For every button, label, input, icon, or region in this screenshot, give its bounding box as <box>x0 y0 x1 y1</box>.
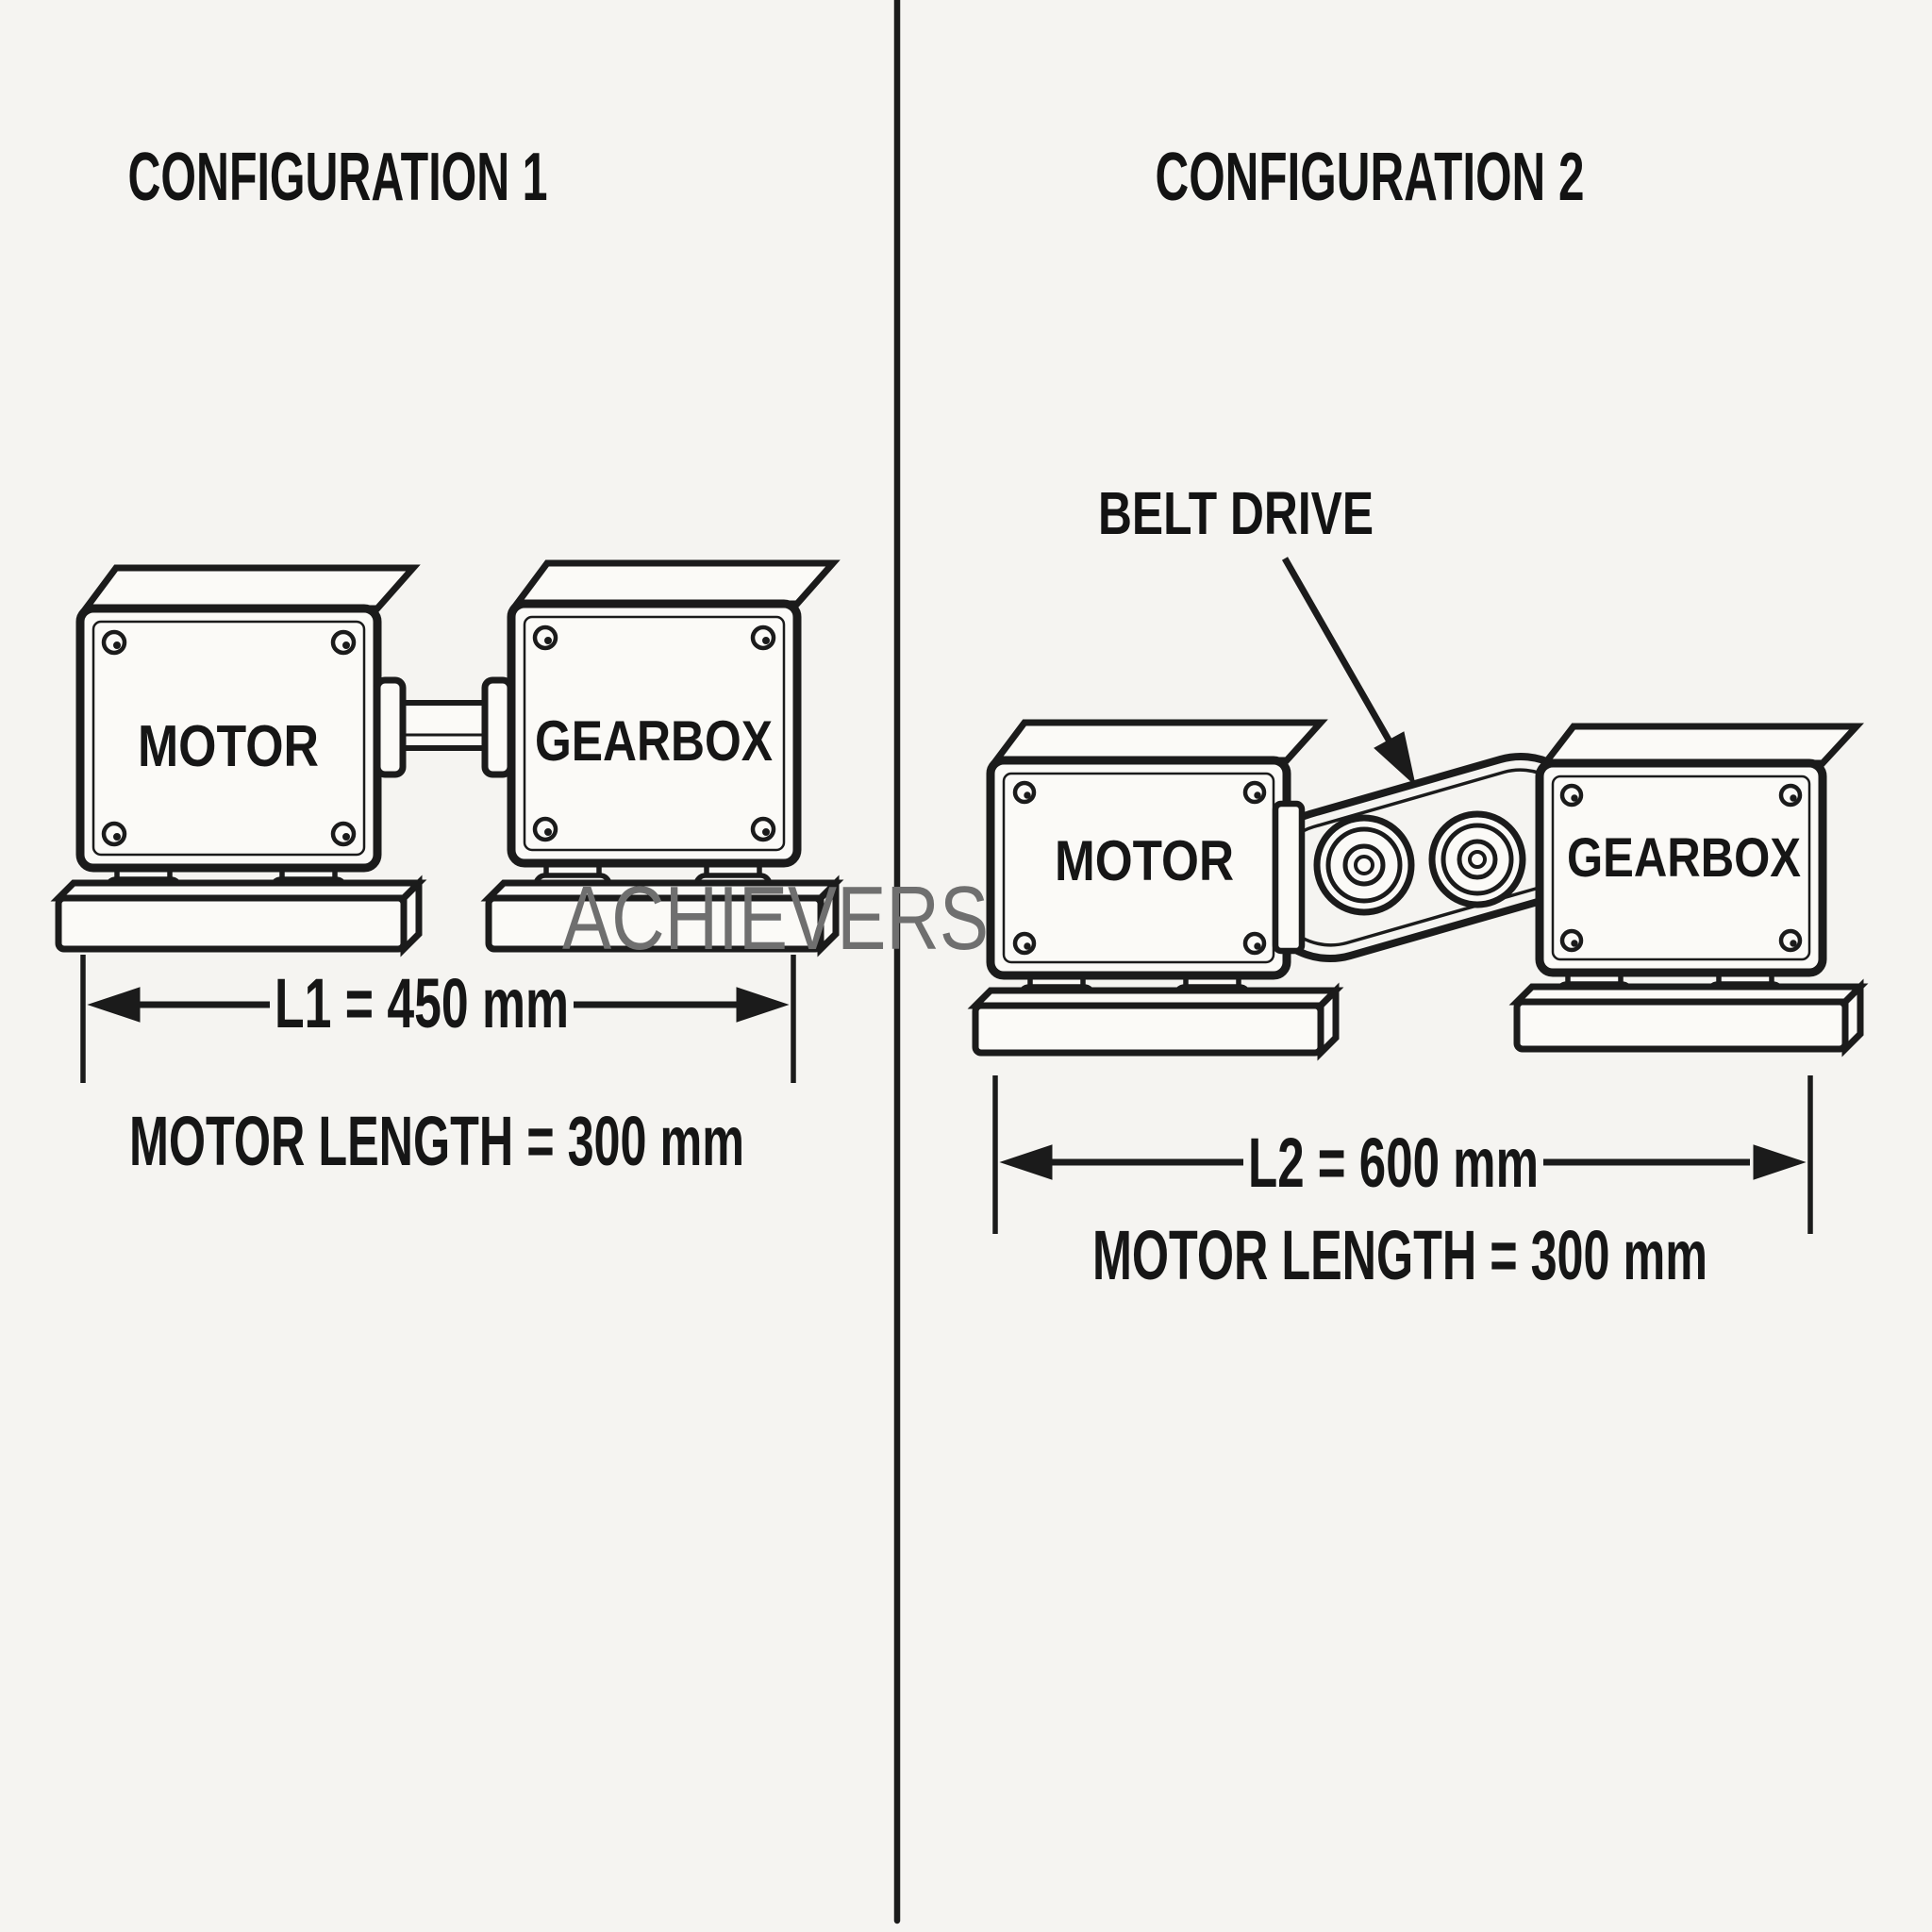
config2-motor-label: MOTOR <box>1055 829 1234 892</box>
motor-base <box>967 982 1344 1061</box>
gearbox-base <box>1508 978 1869 1058</box>
config2-gearbox-label: GEARBOX <box>1567 827 1801 889</box>
config2-motor-unit: MOTOR <box>967 719 1344 1061</box>
config1-dimension: L1 = 450 mm <box>80 955 796 1083</box>
belt-drive-leader-arrow <box>1281 557 1416 787</box>
left-arrowhead <box>999 1144 1053 1180</box>
gearbox-screws <box>1559 783 1803 953</box>
config2-title: CONFIGURATION 2 <box>1156 140 1585 215</box>
watermark: ACHIEVERS <box>562 868 989 969</box>
config2-dimension-label: L2 = 600 mm <box>1248 1124 1539 1202</box>
config1-gearbox-unit: GEARBOX <box>480 559 844 958</box>
belt-drive-label: BELT DRIVE <box>1098 479 1374 547</box>
config1-dimension-label: L1 = 450 mm <box>275 964 569 1042</box>
motor-base <box>50 874 427 958</box>
config2-dimension: L2 = 600 mm <box>992 1075 1813 1234</box>
motor-top-face <box>79 564 421 612</box>
motor-screws <box>1012 780 1267 956</box>
configuration-2-panel: CONFIGURATION 2 BELT DRIVE <box>967 140 1869 1294</box>
gearbox-body <box>507 599 802 868</box>
belt-pulleys <box>1313 810 1526 916</box>
config1-shaft-coupling <box>374 676 514 778</box>
config1-gearbox-label: GEARBOX <box>535 709 773 773</box>
gearbox-base <box>480 874 844 958</box>
config1-motor-length-label: MOTOR LENGTH = 300 mm <box>129 1102 744 1180</box>
config1-title: CONFIGURATION 1 <box>128 140 548 215</box>
config1-motor-unit: MOTOR <box>50 564 427 958</box>
motor-top-face <box>990 719 1328 764</box>
belt-bracket <box>1272 800 1306 955</box>
config2-motor-length-label: MOTOR LENGTH = 300 mm <box>1092 1216 1707 1294</box>
right-arrowhead <box>1753 1144 1807 1180</box>
motor-screws <box>101 629 357 847</box>
gearbox-top-face <box>1538 723 1864 767</box>
config1-motor-label: MOTOR <box>138 714 319 779</box>
left-arrowhead <box>87 987 141 1023</box>
gearbox-top-face <box>510 559 841 608</box>
gearbox-screws <box>532 625 776 842</box>
gearbox-body <box>1535 758 1827 977</box>
configuration-1-panel: CONFIGURATION 1 <box>50 140 844 1180</box>
pulley-motor-side <box>1313 814 1415 916</box>
config2-gearbox-unit: GEARBOX <box>1508 723 1869 1058</box>
pulley-gearbox-side <box>1428 810 1526 908</box>
right-arrowhead <box>736 987 790 1023</box>
